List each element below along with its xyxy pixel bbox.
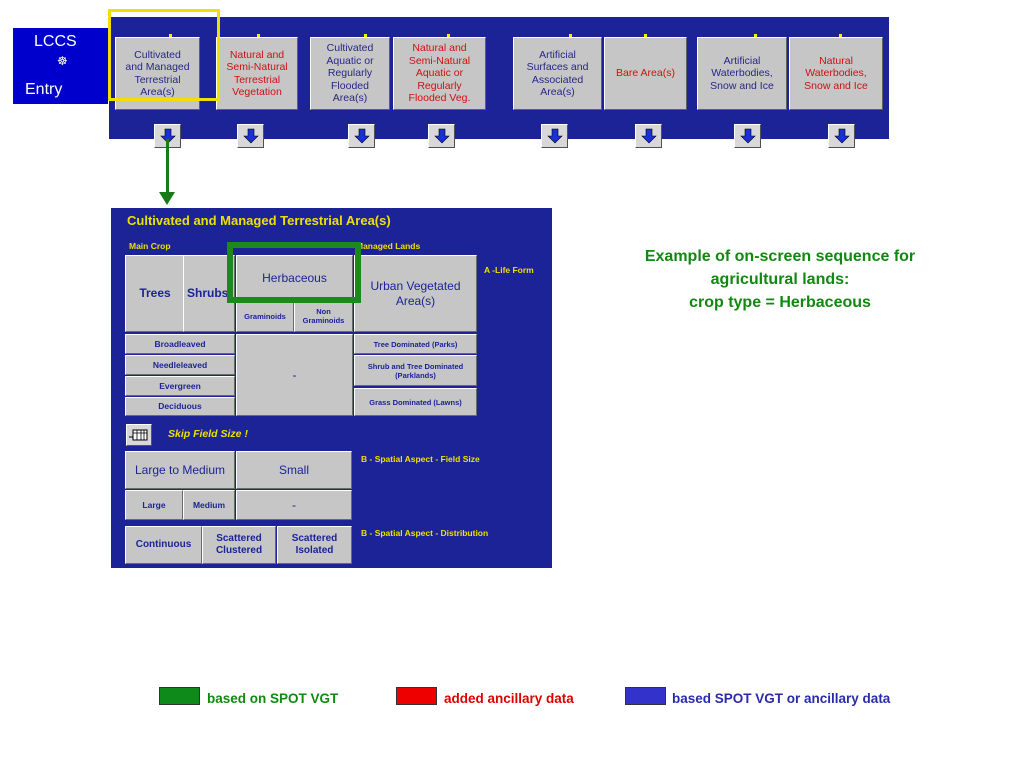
down-arrow-button[interactable] <box>541 124 568 148</box>
managed-lands-label: Managed Lands <box>359 241 421 251</box>
category-panel: Cultivated and Managed Terrestrial Area(… <box>109 17 889 148</box>
category-cultivated-aquatic[interactable]: Cultivated Aquatic or Regularly Flooded … <box>310 37 390 110</box>
selection-highlight <box>108 9 220 101</box>
herbaceous-button[interactable]: Herbaceous <box>236 255 353 301</box>
needleleaved-button[interactable]: Needleleaved <box>125 355 235 375</box>
down-arrow-icon <box>834 128 850 144</box>
cultivated-area-dialog: Cultivated and Managed Terrestrial Area(… <box>111 208 552 568</box>
category-natural-terrestrial[interactable]: Natural and Semi-Natural Terrestrial Veg… <box>216 37 298 110</box>
dialog-title: Cultivated and Managed Terrestrial Area(… <box>127 213 391 228</box>
category-cultivated-terrestrial[interactable]: Cultivated and Managed Terrestrial Area(… <box>115 37 200 110</box>
shrubs-button[interactable]: Shrubs <box>183 255 235 332</box>
main-crop-label: Main Crop <box>129 241 171 251</box>
example-caption: Example of on-screen sequence for agricu… <box>644 248 916 311</box>
grass-dominated-button[interactable]: Grass Dominated (Lawns) <box>354 388 477 416</box>
urban-vegetated-button[interactable]: Urban Vegetated Area(s) <box>354 255 477 332</box>
broadleaved-button[interactable]: Broadleaved <box>125 334 235 354</box>
lccs-entry-box[interactable]: LCCS ☸ Entry <box>13 28 108 104</box>
down-arrow-icon <box>641 128 657 144</box>
legend-swatch-green <box>159 687 200 705</box>
down-arrow-button[interactable] <box>734 124 761 148</box>
leaf-type-placeholder: - <box>236 334 353 416</box>
deciduous-button[interactable]: Deciduous <box>125 397 235 416</box>
large-button[interactable]: Large <box>125 490 183 520</box>
category-natural-waterbodies[interactable]: Natural Waterbodies, Snow and Ice <box>789 37 883 110</box>
down-arrow-icon <box>434 128 450 144</box>
lccs-label: LCCS <box>34 33 77 50</box>
medium-button[interactable]: Medium <box>183 490 235 520</box>
entry-label: Entry <box>25 81 63 98</box>
down-arrow-button[interactable] <box>828 124 855 148</box>
down-arrow-icon <box>160 128 176 144</box>
down-arrow-button[interactable] <box>348 124 375 148</box>
wheel-icon: ☸ <box>57 54 68 68</box>
category-natural-aquatic[interactable]: Natural and Semi-Natural Aquatic or Regu… <box>393 37 486 110</box>
legend-label-both: based SPOT VGT or ancillary data <box>672 691 891 706</box>
scattered-clustered-button[interactable]: Scattered Clustered <box>202 526 276 564</box>
down-arrow-button[interactable] <box>237 124 264 148</box>
trees-button[interactable]: Trees <box>125 255 185 332</box>
non-graminoids-button[interactable]: Non Graminoids <box>294 300 353 332</box>
down-arrow-icon <box>354 128 370 144</box>
shrub-tree-dominated-button[interactable]: Shrub and Tree Dominated (Parklands) <box>354 355 477 386</box>
down-arrow-icon <box>243 128 259 144</box>
field-size-label: B - Spatial Aspect - Field Size <box>361 454 480 464</box>
large-to-medium-button[interactable]: Large to Medium <box>125 451 235 489</box>
herbaceous-highlight <box>227 242 361 303</box>
legend-label-spot: based on SPOT VGT <box>207 691 339 706</box>
evergreen-button[interactable]: Evergreen <box>125 376 235 396</box>
legend-label-ancillary: added ancillary data <box>444 691 574 706</box>
category-artificial-surfaces[interactable]: Artificial Surfaces and Associated Area(… <box>513 37 602 110</box>
continuous-button[interactable]: Continuous <box>125 526 202 564</box>
connector-arrow-icon <box>159 192 175 205</box>
life-form-label: A -Life Form <box>484 265 534 275</box>
scattered-isolated-button[interactable]: Scattered Isolated <box>277 526 352 564</box>
graminoids-button[interactable]: Graminoids <box>236 300 294 332</box>
down-arrow-button[interactable] <box>635 124 662 148</box>
down-arrow-icon <box>740 128 756 144</box>
small-button[interactable]: Small <box>236 451 352 489</box>
field-size-placeholder: - <box>236 490 352 520</box>
skip-field-size-link[interactable]: Skip Field Size ! <box>168 428 248 440</box>
legend-swatch-red <box>396 687 437 705</box>
down-arrow-icon <box>547 128 563 144</box>
table-icon-graphic <box>129 429 148 441</box>
table-icon[interactable] <box>126 424 152 446</box>
legend-swatch-blue <box>625 687 666 705</box>
category-artificial-waterbodies[interactable]: Artificial Waterbodies, Snow and Ice <box>697 37 787 110</box>
distribution-label: B - Spatial Aspect - Distribution <box>361 528 489 538</box>
connector-line <box>166 139 169 196</box>
category-bare-areas[interactable]: Bare Area(s) <box>604 37 687 110</box>
down-arrow-button[interactable] <box>428 124 455 148</box>
tree-dominated-button[interactable]: Tree Dominated (Parks) <box>354 334 477 354</box>
